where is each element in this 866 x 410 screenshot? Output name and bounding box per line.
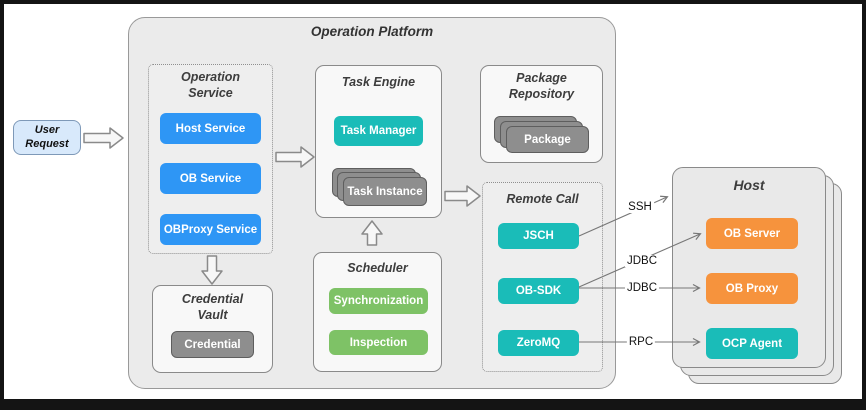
package-node: Package [506, 126, 589, 153]
ob-sdk-node: OB-SDK [498, 278, 579, 304]
task-engine-group: Task Engine Task Manager Task Instance [315, 65, 442, 218]
connection-label-ssh: SSH [626, 201, 654, 213]
task-engine-title: Task Engine [341, 75, 416, 89]
arrow-user-to-platform [83, 127, 124, 149]
frame-border-right [862, 0, 866, 410]
scheduler-group: Scheduler Synchronization Inspection [313, 252, 442, 372]
synchronization-node: Synchronization [329, 288, 428, 314]
task-instance-node: Task Instance [343, 177, 427, 206]
operation-platform-title: Operation Platform [310, 24, 434, 39]
inspection-node: Inspection [329, 330, 428, 355]
remote-call-group: Remote Call JSCH OB-SDK ZeroMQ [482, 182, 603, 372]
ob-service-node: OB Service [160, 163, 261, 194]
user-request-node: User Request [13, 120, 81, 155]
task-manager-node: Task Manager [334, 116, 423, 146]
host-group: Host OB Server OB Proxy OCP Agent [672, 167, 826, 368]
host-title: Host [733, 177, 765, 193]
jsch-node: JSCH [498, 223, 579, 249]
obproxy-service-node: OBProxy Service [160, 214, 261, 245]
host-service-node: Host Service [160, 113, 261, 144]
operation-service-title: Operation Service [180, 70, 241, 100]
scheduler-title: Scheduler [347, 261, 408, 275]
ob-proxy-node: OB Proxy [706, 273, 798, 304]
frame-border-bottom [0, 399, 866, 410]
credential-vault-title: Credential Vault [181, 292, 244, 322]
ocp-agent-node: OCP Agent [706, 328, 798, 359]
credential-vault-group: Credential Vault Credential [152, 285, 273, 373]
frame-border-left [0, 0, 4, 410]
zeromq-node: ZeroMQ [498, 330, 579, 356]
package-repository-title: Package Repository [508, 71, 575, 101]
frame-border-top [0, 0, 866, 4]
connection-label-rpc: RPC [626, 336, 656, 348]
connection-label-jdbc-obproxy: JDBC [624, 282, 660, 294]
connection-label-jdbc-observer: JDBC [624, 255, 660, 267]
ob-server-node: OB Server [706, 218, 798, 249]
credential-node: Credential [171, 331, 254, 358]
remote-call-title: Remote Call [506, 192, 579, 206]
operation-service-group: Operation Service Host Service OB Servic… [148, 64, 273, 254]
package-repository-group: Package Repository Package [480, 65, 603, 163]
user-request-label: User Request [25, 124, 69, 150]
